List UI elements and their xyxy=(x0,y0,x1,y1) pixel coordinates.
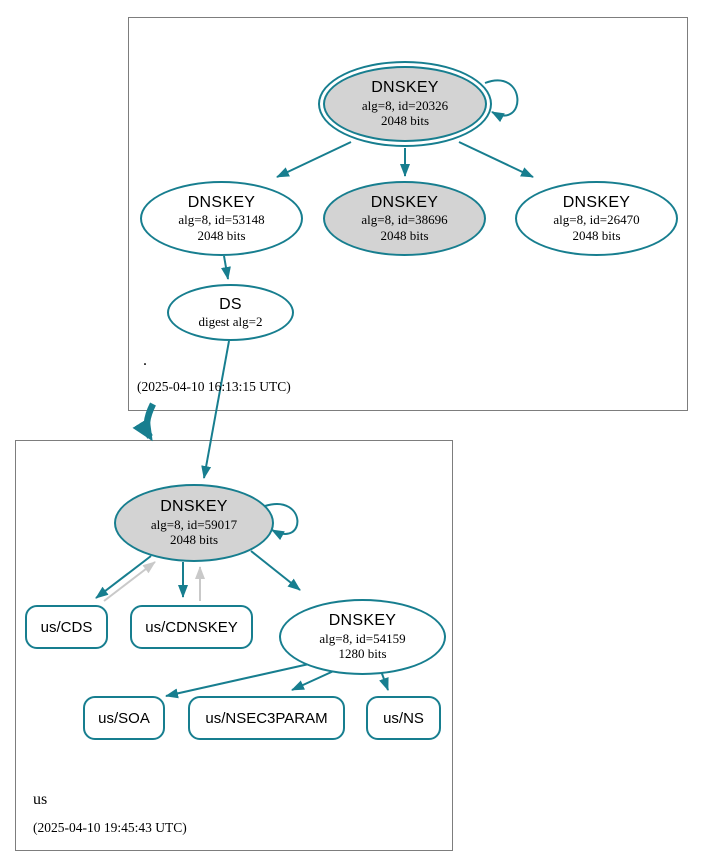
node-digest-alg: digest alg=2 xyxy=(198,314,263,330)
node-alg-id: alg=8, id=54159 xyxy=(319,630,406,646)
node-alg-id: alg=8, id=26470 xyxy=(553,212,640,228)
node-rrset-us-cdnskey[interactable]: us/CDNSKEY xyxy=(130,605,253,649)
rrset-label: us/NS xyxy=(383,709,424,727)
node-title: DNSKEY xyxy=(160,498,228,516)
zone-name-root: . xyxy=(143,352,147,369)
zone-timestamp-us: (2025-04-10 19:45:43 UTC) xyxy=(33,820,187,835)
node-dnskey-54159[interactable]: DNSKEY alg=8, id=54159 1280 bits xyxy=(279,599,446,675)
node-title: DS xyxy=(219,295,242,313)
node-title: DNSKEY xyxy=(562,193,631,211)
node-bits: 2048 bits xyxy=(380,113,430,129)
node-dnskey-53148[interactable]: DNSKEY alg=8, id=53148 2048 bits xyxy=(140,181,303,256)
node-dnskey-38696[interactable]: DNSKEY alg=8, id=38696 2048 bits xyxy=(323,181,486,256)
node-bits: 2048 bits xyxy=(572,227,621,243)
node-rrset-us-cds[interactable]: us/CDS xyxy=(25,605,108,649)
node-rrset-us-nsec3param[interactable]: us/NSEC3PARAM xyxy=(188,696,345,740)
node-bits: 1280 bits xyxy=(338,646,387,662)
node-bits: 2048 bits xyxy=(380,227,429,243)
node-title: DNSKEY xyxy=(371,79,439,97)
node-title: DNSKEY xyxy=(370,193,439,211)
node-rrset-us-soa[interactable]: us/SOA xyxy=(83,696,165,740)
node-ds-root[interactable]: DS digest alg=2 xyxy=(167,284,294,341)
rrset-label: us/SOA xyxy=(98,709,150,727)
node-dnskey-26470[interactable]: DNSKEY alg=8, id=26470 2048 bits xyxy=(515,181,678,256)
zone-box-root xyxy=(128,17,688,411)
node-rrset-us-ns[interactable]: us/NS xyxy=(366,696,441,740)
node-alg-id: alg=8, id=59017 xyxy=(150,516,238,532)
node-dnskey-20326-ksk[interactable]: DNSKEY alg=8, id=20326 2048 bits xyxy=(318,61,492,147)
rrset-label: us/NSEC3PARAM xyxy=(205,709,328,727)
node-title: DNSKEY xyxy=(328,612,397,630)
node-dnskey-59017-ksk[interactable]: DNSKEY alg=8, id=59017 2048 bits xyxy=(114,484,274,562)
node-bits: 2048 bits xyxy=(169,532,219,548)
zone-box-us xyxy=(15,440,453,851)
zone-name-us: us xyxy=(33,791,48,808)
rrset-label: us/CDS xyxy=(40,618,93,636)
node-title: DNSKEY xyxy=(187,193,256,211)
zone-timestamp-root: (2025-04-10 16:13:15 UTC) xyxy=(137,379,291,394)
rrset-label: us/CDNSKEY xyxy=(145,618,238,636)
node-alg-id: alg=8, id=38696 xyxy=(361,212,448,228)
node-alg-id: alg=8, id=20326 xyxy=(361,97,449,113)
node-bits: 2048 bits xyxy=(197,227,246,243)
node-dnskey-20326-inner-ellipse: DNSKEY alg=8, id=20326 2048 bits xyxy=(323,66,487,142)
node-alg-id: alg=8, id=53148 xyxy=(178,212,265,228)
